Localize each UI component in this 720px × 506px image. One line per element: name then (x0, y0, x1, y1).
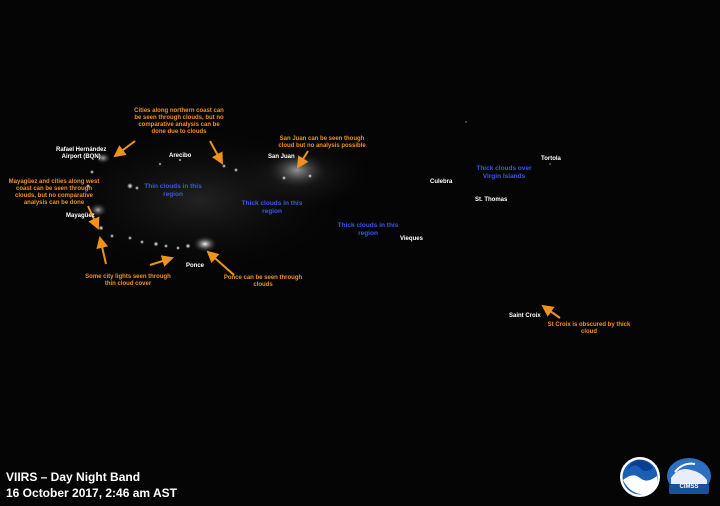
san-juan-lights (267, 152, 327, 188)
arrow-bqn (113, 140, 136, 158)
mayaguez-lights (89, 203, 107, 217)
annotation-south-lights: Some city lights seen through thin cloud… (85, 274, 171, 287)
cloud-label-thick-virgin-islands: Thick clouds over Virgin Islands (476, 165, 532, 180)
cimss-logo (667, 458, 711, 494)
cloud-label-thick-vieques: Thick clouds in this region (337, 222, 399, 237)
arrow-st-croix (541, 304, 561, 319)
label-vieques: Vieques (400, 236, 423, 242)
label-bqn: Rafael Hernández Airport (BQN) (56, 147, 107, 160)
arrow-ponce (206, 250, 235, 276)
label-ponce: Ponce (186, 263, 205, 269)
scattered-city-lights (86, 121, 551, 250)
annotation-mayaguez: Mayagüez and cities along west coast can… (8, 179, 100, 206)
arrow-mayaguez (87, 205, 100, 230)
cloud-label-thick-pr: Thick clouds in this region (241, 200, 303, 215)
annotation-san-juan: San Juan can be seen though cloud but no… (278, 136, 366, 149)
label-mayaguez: Mayagüez (66, 213, 95, 219)
label-saint-croix: Saint Croix (509, 313, 541, 319)
noaa-logo (620, 457, 660, 497)
annotation-northern-coast: Cities along northern coast can be seen … (134, 108, 224, 135)
label-san-juan: San Juan (268, 154, 295, 160)
arrow-northern-coast (209, 140, 223, 165)
label-tortola: Tortola (541, 156, 561, 162)
label-st-thomas: St. Thomas (475, 197, 508, 203)
ponce-lights (193, 236, 217, 252)
annotation-ponce: Ponce can be seen through clouds (223, 275, 303, 288)
cimss-logo-text: CIMSS (679, 484, 699, 490)
label-arecibo: Arecibo (169, 153, 192, 159)
arrow-south-lights (149, 255, 174, 267)
annotation-arrows (87, 140, 561, 319)
label-culebra: Culebra (430, 179, 453, 185)
cloud-label-thin: Thin clouds in this region (144, 183, 202, 198)
caption-title: VIIRS – Day Night Band (6, 470, 141, 484)
caption-date: 16 October 2017, 2:46 am AST (6, 486, 177, 500)
annotation-st-croix: St Croix is obscured by thick cloud (547, 322, 631, 335)
arrow-san-juan (296, 150, 309, 169)
bqn-lights (95, 152, 111, 164)
arrow-west-coast (96, 236, 109, 265)
